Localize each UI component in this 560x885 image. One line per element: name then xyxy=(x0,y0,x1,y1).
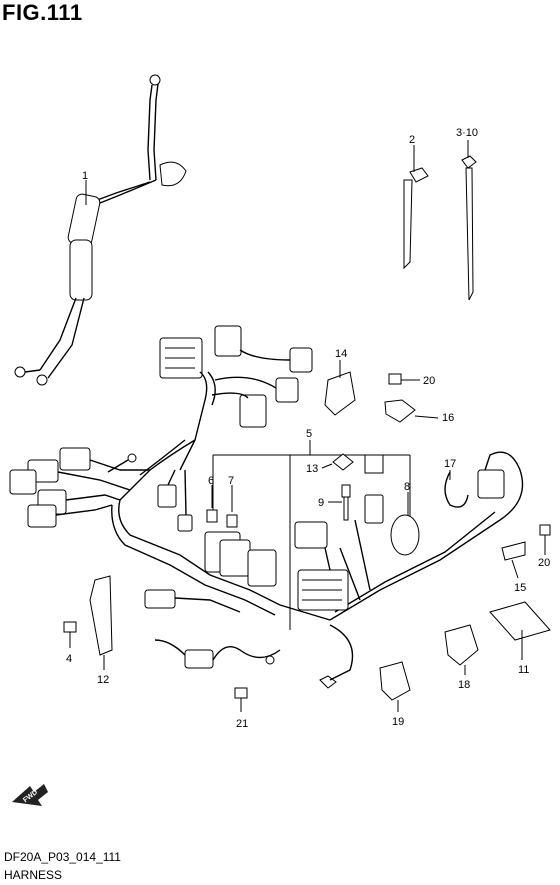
cable-tie-part-3-10 xyxy=(461,155,477,301)
buzzer-part-8 xyxy=(364,492,420,556)
bracket-part-15 xyxy=(501,541,526,579)
main-harness-part xyxy=(9,325,524,689)
callout-20-top: 20 xyxy=(423,375,435,387)
callout-2: 2 xyxy=(409,134,415,146)
callout-7: 7 xyxy=(228,475,234,487)
sheet-part-11 xyxy=(489,601,551,660)
callout-6: 6 xyxy=(208,475,214,487)
callout-18: 18 xyxy=(458,679,470,691)
fuse-part-6 xyxy=(206,485,218,523)
callout-13: 13 xyxy=(306,463,318,475)
figure-caption: HARNESS xyxy=(4,868,63,882)
callout-20-right: 20 xyxy=(538,557,550,569)
bracket-part-12 xyxy=(89,575,113,670)
fuse-part-7 xyxy=(226,485,238,528)
clip-part-18 xyxy=(444,624,479,675)
cable-tie-part-2 xyxy=(403,167,429,270)
document-code: DF20A_P03_014_111 xyxy=(4,850,121,864)
callout-17: 17 xyxy=(444,458,456,470)
strap-part-17 xyxy=(444,470,469,508)
bolt-part-20-right xyxy=(539,524,551,555)
callout-14: 14 xyxy=(335,348,347,360)
callout-12: 12 xyxy=(97,674,109,686)
callout-21: 21 xyxy=(236,718,248,730)
clip-part-19 xyxy=(379,661,411,712)
relay-part-13 xyxy=(321,453,384,474)
callout-5: 5 xyxy=(306,428,312,440)
callout-11: 11 xyxy=(518,664,529,676)
relay-box xyxy=(204,519,371,611)
plug-part-9 xyxy=(328,484,351,521)
battery-cable-part xyxy=(14,74,187,386)
callout-9: 9 xyxy=(318,497,324,509)
callout-3-10: 3·10 xyxy=(456,127,478,139)
figure-title: FIG.111 xyxy=(2,0,83,25)
bracket-part-14 xyxy=(324,360,356,416)
fwd-arrow-icon: FWD xyxy=(12,784,48,806)
callout-4: 4 xyxy=(66,653,72,665)
bolt-part-21 xyxy=(234,687,248,712)
callout-8: 8 xyxy=(404,481,410,493)
callout-15: 15 xyxy=(514,582,526,594)
callout-1: 1 xyxy=(82,170,88,182)
bolt-part-20-top xyxy=(388,373,420,385)
callout-19: 19 xyxy=(392,716,404,728)
bolt-part-4 xyxy=(63,621,77,648)
clamp-part-16 xyxy=(384,399,439,423)
callout-16: 16 xyxy=(442,412,454,424)
